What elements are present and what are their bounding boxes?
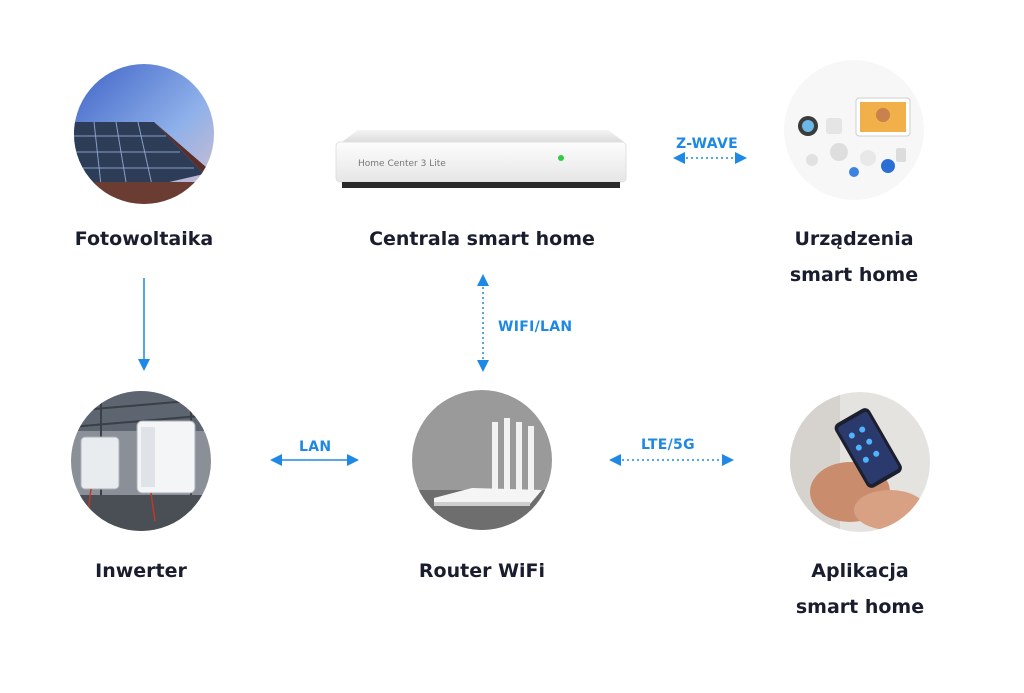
app-label-line2: smart home	[795, 596, 925, 618]
smart-devices-image	[784, 60, 924, 200]
router-label: Router WiFi	[418, 560, 546, 582]
devices-label-line1: Urządzenia	[794, 228, 914, 250]
pv-label: Fotowoltaika	[74, 228, 214, 250]
zwave-label: Z-WAVE	[676, 136, 738, 152]
hub-label: Centrala smart home	[369, 228, 595, 250]
inverter-label: Inwerter	[95, 560, 187, 582]
router-image	[412, 390, 552, 530]
smartphone-app-image	[790, 392, 930, 532]
solar-panel-image	[74, 64, 214, 204]
lan-label: LAN	[299, 439, 332, 455]
app-label: Aplikacja smart home	[760, 553, 960, 625]
hub-device-brand-text: Home Center 3 Lite	[358, 159, 446, 169]
app-label-line1: Aplikacja	[811, 560, 909, 582]
lte-label: LTE/5G	[641, 437, 695, 453]
devices-label-line2: smart home	[789, 264, 919, 286]
inverter-image	[71, 391, 211, 531]
wifi-lan-label: WIFI/LAN	[498, 319, 573, 335]
hub-device-image: Home Center 3 Lite	[332, 126, 630, 196]
devices-label: Urządzenia smart home	[754, 221, 954, 293]
